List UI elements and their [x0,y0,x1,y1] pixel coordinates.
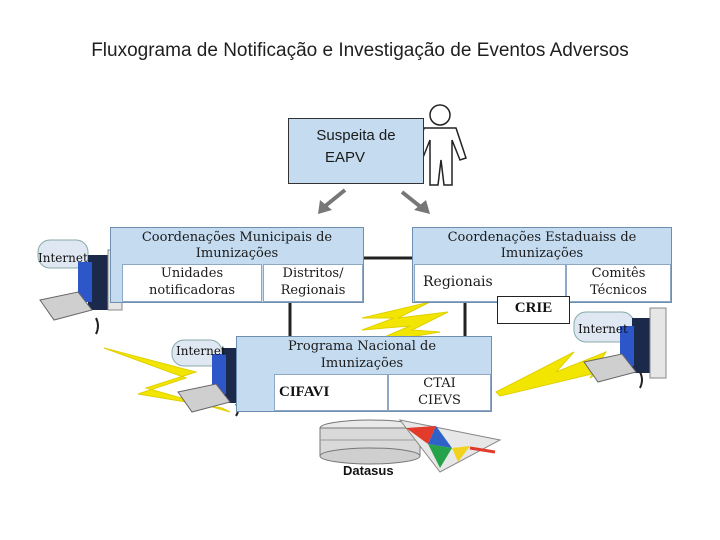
datasus-triangle-icon [398,419,502,473]
datasus-label: Datasus [343,463,394,478]
internet-label-right: Internet [578,322,628,336]
distritos-line2: Regionais [280,283,346,298]
suspeita-box [288,118,424,184]
cifavi-label: CIFAVI [279,384,330,400]
unidades-line2: notificadoras [148,283,236,298]
distritos-regionais-cell: Distritos/ Regionais [263,264,363,302]
estaduais-header-line1: Coordenações Estaduaiss de [447,230,637,245]
cievs-label: CIEVS [418,393,461,408]
page-title: Fluxograma de Notificação e Investigação… [91,40,629,61]
ctai-cievs-cell: CTAI CIEVS [388,374,491,411]
suspeita-line1: Suspeita de [316,127,396,144]
distritos-line1: Distritos/ [282,266,344,281]
arrow-to-estaduais [400,190,430,214]
lightning-bolt-left [103,347,231,413]
programa-header-line2: Imunizações [320,356,404,371]
lightning-bolt-right [495,350,608,397]
regionais-cell: Regionais [414,264,566,302]
comites-line2: Técnicos [590,283,647,298]
estaduais-header-line2: Imunizações [500,246,584,261]
unidades-notificadoras-cell: Unidades notificadoras [122,264,262,302]
ctai-label: CTAI [423,376,456,391]
regionais-label: Regionais [423,274,493,290]
programa-header-line1: Programa Nacional de [287,339,437,354]
arrow-to-municipais [318,188,347,214]
internet-label-left: Internet [38,251,88,265]
comites-line1: Comitês [591,266,646,281]
crie-box [497,296,570,324]
lightning-bolt-middle [361,301,449,345]
comites-tecnicos-cell: Comitês Técnicos [566,264,671,302]
cifavi-cell: CIFAVI [274,374,388,411]
database-icon [319,419,421,465]
municipais-header-line1: Coordenações Municipais de [141,230,333,245]
unidades-line1: Unidades [160,266,224,281]
crie-label: CRIE [514,300,553,316]
computer-icon-right [573,307,667,389]
internet-label-middle: Internet [176,344,226,358]
municipais-header-line2: Imunizações [195,246,279,261]
suspeita-line2: EAPV [324,149,366,166]
